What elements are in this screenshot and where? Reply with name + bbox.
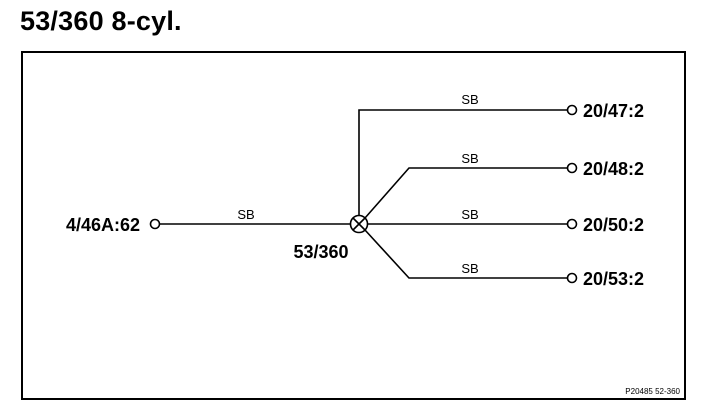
right-terminal-label-4: 20/53:2 xyxy=(583,269,644,289)
wire-branch-4 xyxy=(364,229,567,279)
wire-label-branch-2: SB xyxy=(461,151,478,166)
junction-splice-icon xyxy=(349,214,369,234)
left-terminal-label: 4/46A:62 xyxy=(66,215,140,235)
figure-reference: P20485 52-360 xyxy=(625,387,680,396)
right-terminal-label-3: 20/50:2 xyxy=(583,215,644,235)
wire-label-branch-3: SB xyxy=(461,207,478,222)
diagram-frame xyxy=(21,51,686,400)
wire-branch-2 xyxy=(364,167,567,219)
wire-label-left: SB xyxy=(237,207,254,222)
wire-label-branch-1: SB xyxy=(461,92,478,107)
wire-label-branch-4: SB xyxy=(461,261,478,276)
junction-label: 53/360 xyxy=(293,242,348,262)
terminal-3-circle xyxy=(566,218,578,230)
terminal-1-circle xyxy=(566,104,578,116)
right-terminal-label-1: 20/47:2 xyxy=(583,101,644,121)
terminal-2-circle xyxy=(566,162,578,174)
right-terminal-label-2: 20/48:2 xyxy=(583,159,644,179)
wire-branch-1 xyxy=(358,109,567,216)
diagram-title: 53/360 8-cyl. xyxy=(20,6,182,36)
terminal-4-circle xyxy=(566,272,578,284)
terminal-left-circle xyxy=(149,218,161,230)
